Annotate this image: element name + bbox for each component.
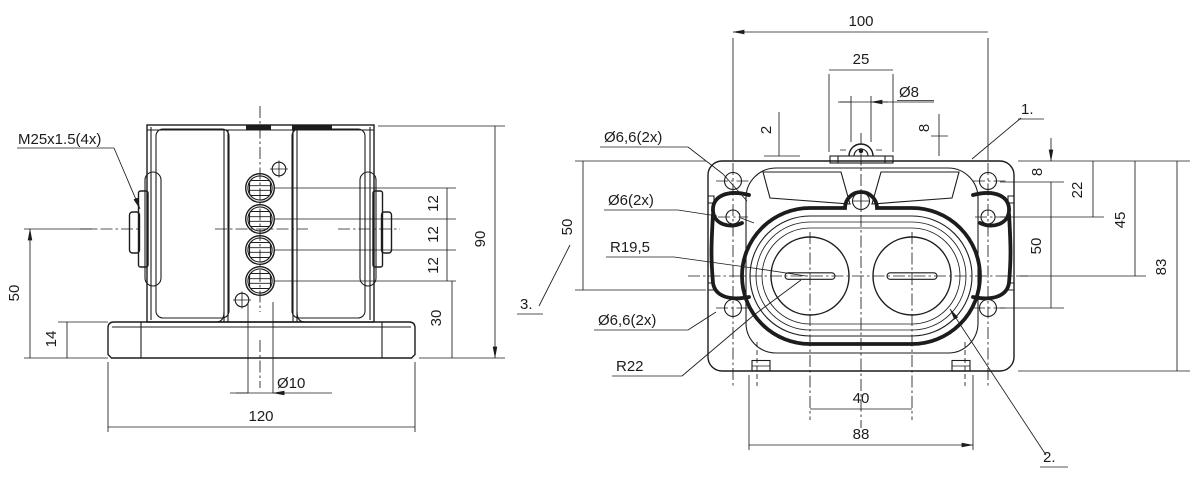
dim-bottom-hole: Ø10 [277, 375, 305, 392]
dim-terminal-pitch-2: 12 [425, 226, 442, 243]
front-body [107, 124, 416, 359]
dim-ear-hole-offset: 8 [1029, 168, 1046, 176]
note-2: 2. [1043, 449, 1056, 466]
dim-body-height: 83 [1153, 259, 1170, 276]
cover-screw-top-cross [270, 160, 288, 178]
ground-screw-tip [858, 148, 864, 154]
label-hole-top: Ø6,6(2x) [604, 129, 662, 146]
ground-plate [829, 155, 894, 164]
front-top-slot-right [292, 124, 332, 130]
dim-base-height: 14 [43, 331, 60, 348]
dim-terminal-pitch-3: 12 [425, 257, 442, 274]
front-left-panel [155, 128, 230, 319]
front-body-outline [146, 124, 375, 323]
front-view: M25x1.5(4x) 50 14 12 12 12 30 90 Ø10 120 [6, 106, 505, 432]
top-lid-right-panel [871, 171, 960, 205]
label-radius-outer: R22 [616, 358, 644, 375]
dim-center-height: 50 [6, 285, 23, 302]
label-radius-inner: R19,5 [610, 239, 650, 256]
terminal-1 [244, 172, 275, 203]
dim-bottom-offset: 30 [428, 310, 445, 327]
front-base-details [112, 322, 411, 358]
terminal-slot-band [250, 185, 271, 191]
top-lid-left-panel [762, 171, 851, 205]
dim-total-height: 90 [472, 231, 489, 248]
dim-base-width: 120 [248, 408, 273, 425]
top-view: 100 25 Ø8 2 8 8 22 45 50 83 50 40 88 Ø6,… [517, 13, 1190, 468]
top-single-arrow-dims [778, 112, 1051, 161]
top-centerlines [688, 133, 1028, 428]
front-channel-fillets [215, 311, 306, 323]
dim-plate-width: 25 [853, 51, 870, 68]
dim-ground-screw: Ø8 [899, 84, 919, 101]
front-top-slot-left [246, 125, 271, 131]
ground-plate-tabs [837, 156, 886, 163]
dim-mount-pitch-h: 100 [848, 13, 873, 30]
dim-body-width: 88 [853, 426, 870, 443]
top-lid-outline [745, 167, 979, 354]
terminal-slot [248, 179, 272, 197]
top-dimension-lines [582, 32, 1178, 445]
dim-gland-pitch: 40 [853, 390, 870, 407]
label-hole-side: Ø6(2x) [608, 192, 654, 209]
front-right-panel [291, 128, 366, 319]
note-1: 1. [1021, 101, 1034, 118]
dim-mount-pitch-v: 50 [1028, 238, 1045, 255]
seal-groove-right [971, 191, 1013, 301]
front-dimension-lines [30, 126, 495, 428]
dim-left-span: 50 [559, 219, 576, 236]
front-body-top-edge [147, 127, 374, 320]
label-hole-bottom: Ø6,6(2x) [598, 312, 656, 329]
top-leader-tails [517, 100, 1068, 468]
dim-terminal-pitch-1: 12 [425, 195, 442, 212]
dim-screw-height: 8 [916, 124, 933, 132]
front-terminals [233, 160, 288, 309]
dim-side-hole-offset: 22 [1069, 182, 1086, 199]
note-3: 3. [520, 296, 533, 313]
front-centerlines [80, 106, 400, 388]
terminal-outer [244, 172, 275, 203]
top-leaders [538, 117, 1047, 456]
thread-label: M25x1.5(4x) [18, 131, 101, 148]
dim-center-offset: 45 [1112, 212, 1129, 229]
dim-lid-step: 2 [758, 126, 775, 134]
terminal-inner [247, 175, 273, 201]
top-extension-lines [575, 38, 1190, 450]
front-thread-leader [113, 147, 141, 210]
